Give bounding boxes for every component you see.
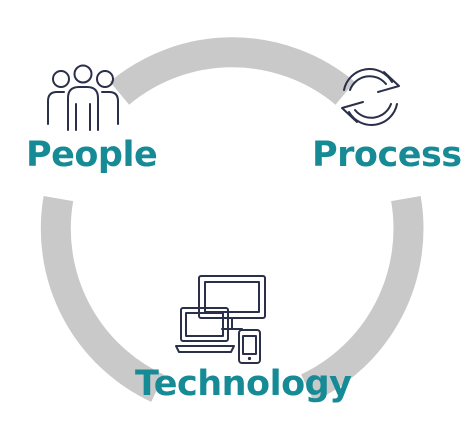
technology-label: Technology — [135, 364, 352, 404]
arc-technology-people — [40, 196, 165, 402]
arc-people-process — [109, 37, 355, 105]
process-label: Process — [312, 135, 462, 175]
devices-icon — [175, 275, 266, 364]
people-icon — [47, 64, 119, 131]
refresh-cycle-icon — [341, 68, 400, 126]
arc-process-technology — [300, 196, 424, 402]
people-label: People — [26, 135, 158, 175]
